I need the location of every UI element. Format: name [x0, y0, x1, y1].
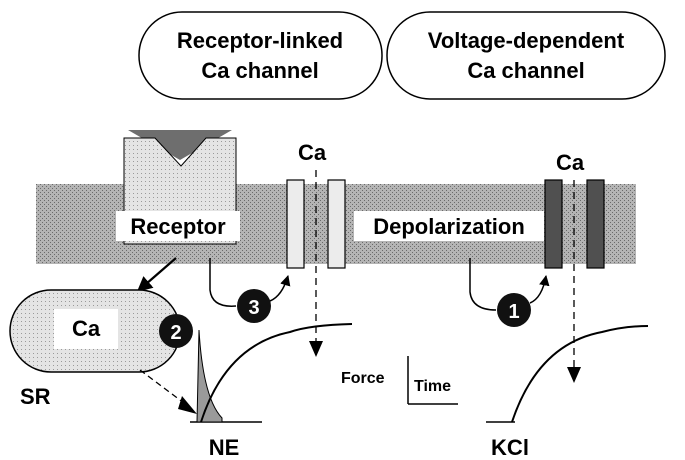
kcl-force-curve [511, 325, 649, 423]
time-label: Time [414, 378, 451, 395]
ca-label-right: Ca [556, 150, 585, 175]
depolarization-label: Depolarization [373, 214, 525, 239]
step-1-label: 1 [508, 301, 519, 323]
step-2-badge: 2 [159, 314, 193, 348]
receptor-label: Receptor [130, 214, 226, 239]
ca-influx-arrowhead-left [309, 341, 323, 357]
voltage-dependent-line1: Voltage-dependent [428, 28, 625, 53]
depolarization-label-box [354, 211, 544, 241]
step-3-label: 3 [248, 297, 259, 319]
receptor-linked-line1: Receptor-linked [177, 28, 343, 53]
step-2-label: 2 [170, 322, 181, 344]
ne-transient-peak [196, 329, 223, 423]
step-3-arrow [269, 274, 291, 302]
sr-release-dashed-arrow [139, 369, 189, 407]
voltage-channel-left [544, 179, 563, 269]
sr-label: SR [20, 384, 51, 409]
sr-ca-label: Ca [72, 316, 101, 341]
step-1-arrow [529, 274, 550, 304]
step-3-pathway [209, 258, 237, 307]
voltage-channel-right [586, 179, 605, 269]
step-1-badge: 1 [497, 293, 531, 327]
receptor-linked-ca-channel-label: Receptor-linked Ca channel [138, 11, 383, 100]
ne-label: NE [209, 435, 240, 460]
step-3-badge: 3 [237, 289, 271, 323]
voltage-dependent-ca-channel-label: Voltage-dependent Ca channel [386, 11, 666, 100]
receptor-channel-left [286, 179, 305, 269]
ca-label-left: Ca [298, 140, 327, 165]
kcl-label: KCl [491, 435, 529, 460]
ne-force-curve [200, 323, 353, 423]
receptor-linked-line2: Ca channel [201, 58, 318, 83]
force-label: Force [341, 370, 385, 387]
step-1-pathway [469, 258, 497, 311]
ca-influx-arrowhead-right [567, 367, 581, 383]
receptor-to-sr-arrow [136, 257, 177, 293]
voltage-dependent-line2: Ca channel [467, 58, 584, 83]
receptor-label-box [116, 211, 240, 241]
receptor-channel-right [327, 179, 346, 269]
sr-release-arrowhead [178, 396, 197, 414]
sr-ca-label-box [54, 309, 118, 349]
